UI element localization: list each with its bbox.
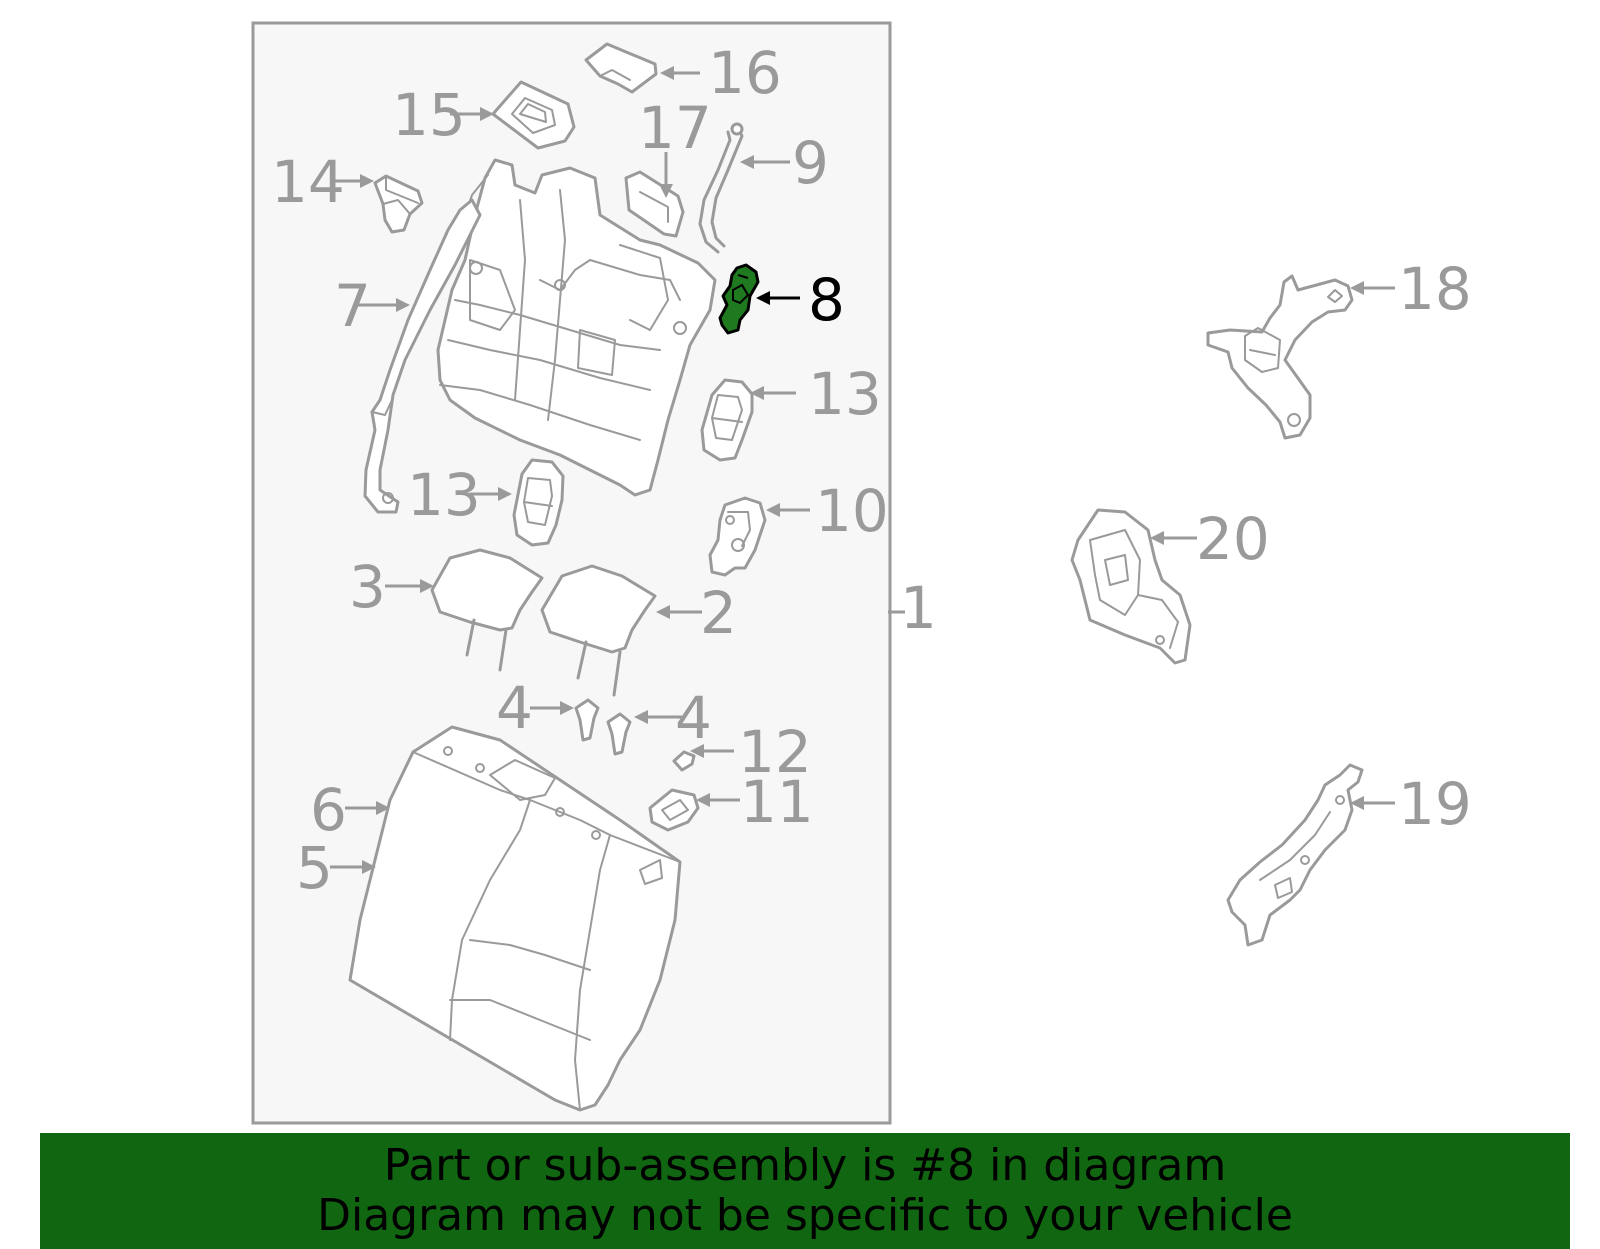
part-8[interactable] <box>718 263 760 335</box>
callout-20: 20 <box>1196 505 1270 573</box>
callout-5: 5 <box>296 834 333 902</box>
part-19[interactable] <box>1226 763 1364 947</box>
callout-6: 6 <box>310 776 347 844</box>
callout-11: 11 <box>740 768 814 836</box>
leader-arrow-8 <box>756 291 800 305</box>
callout-12: 12 <box>738 718 812 786</box>
callout-14: 14 <box>271 148 345 216</box>
part-13-lower[interactable] <box>512 458 565 547</box>
part-7-bar[interactable] <box>363 198 482 514</box>
part-11[interactable] <box>648 788 700 832</box>
part-5[interactable] <box>348 725 682 1112</box>
callout-15: 15 <box>392 81 466 149</box>
banner-line-1: Part or sub-assembly is #8 in diagram <box>383 1140 1227 1191</box>
part-10[interactable] <box>708 496 767 577</box>
part-20[interactable] <box>1070 508 1192 665</box>
callout-10: 10 <box>815 477 889 545</box>
callout-8: 8 <box>808 266 845 334</box>
callout-13-upper: 13 <box>808 360 882 428</box>
part-2[interactable] <box>540 564 657 697</box>
callout-3: 3 <box>349 553 386 621</box>
callout-7: 7 <box>334 272 371 340</box>
part-17[interactable] <box>624 170 685 238</box>
part-4-left[interactable] <box>574 698 600 742</box>
part-9[interactable] <box>698 122 744 254</box>
part-4-right[interactable] <box>606 712 632 756</box>
part-14[interactable] <box>373 174 424 234</box>
callout-16: 16 <box>708 39 782 107</box>
callout-1: 1 <box>900 574 937 642</box>
callout-19: 19 <box>1398 770 1472 838</box>
callout-17: 17 <box>638 94 712 162</box>
leader-arrows <box>330 66 1395 874</box>
callout-9: 9 <box>792 129 829 197</box>
banner-line-2: Diagram may not be specific to your vehi… <box>317 1190 1293 1241</box>
callout-18: 18 <box>1398 255 1472 323</box>
part-13-upper[interactable] <box>700 378 754 462</box>
part-12[interactable] <box>672 750 696 772</box>
callout-4-left: 4 <box>496 674 533 742</box>
part-16[interactable] <box>584 42 658 94</box>
callout-4-right: 4 <box>675 684 712 752</box>
part-18[interactable] <box>1206 274 1354 440</box>
callout-2: 2 <box>700 579 737 647</box>
part-7[interactable] <box>436 158 717 497</box>
part-3[interactable] <box>430 548 544 672</box>
part-15[interactable] <box>491 80 576 150</box>
info-banner: Part or sub-assembly is #8 in diagram Di… <box>40 1133 1570 1249</box>
callout-13-lower: 13 <box>407 461 481 529</box>
